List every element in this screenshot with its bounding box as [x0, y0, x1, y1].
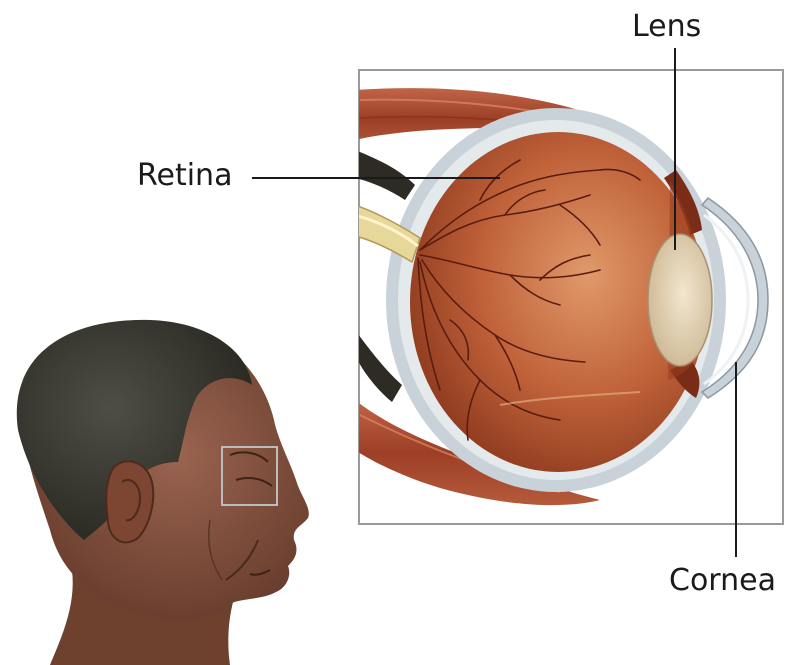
head-profile: [17, 320, 309, 665]
eye-cross-section: [355, 70, 783, 524]
lens-label: Lens: [632, 12, 701, 42]
retina-label: Retina: [137, 161, 232, 191]
cornea-label: Cornea: [669, 566, 776, 596]
lens-structure: [648, 234, 712, 366]
